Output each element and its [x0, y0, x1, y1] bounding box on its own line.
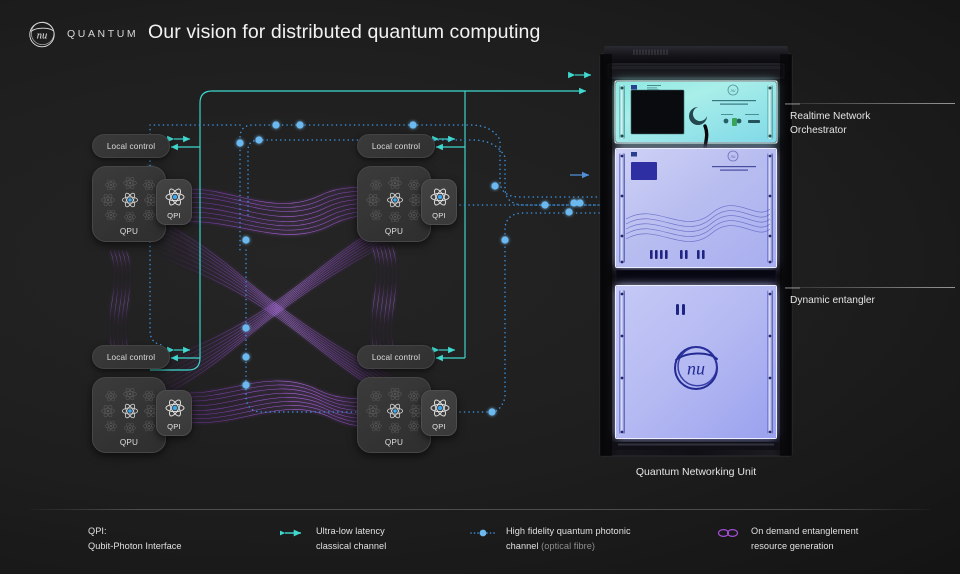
qpu-bottom-left[interactable]: QPU	[92, 377, 166, 453]
legend: QPI: Qubit-Photon Interface Ultra-low la…	[0, 522, 960, 568]
node-top-right: Local control	[357, 134, 467, 244]
local-control-label: Local control	[106, 352, 156, 362]
quantum-networking-unit-rack[interactable]: nu	[598, 46, 794, 458]
qpu-label: QPU	[119, 438, 139, 447]
qpi-label: QPI	[432, 422, 446, 431]
callout-realtime-network-orchestrator: Realtime Network Orchestrator	[785, 103, 955, 138]
callout-leader-line	[785, 287, 955, 288]
legend-line-2-muted: (optical fibre)	[541, 540, 595, 551]
local-control-bottom-right[interactable]: Local control	[357, 345, 435, 369]
legend-line-2: Qubit-Photon Interface	[88, 540, 182, 551]
dotted-node-icon	[470, 526, 496, 540]
local-control-label: Local control	[371, 352, 421, 362]
active-qubit-atom	[121, 403, 139, 419]
active-qubit-atom	[386, 192, 404, 208]
legend-line-1: High fidelity quantum photonic	[506, 526, 631, 536]
callout-line-2: Orchestrator	[790, 125, 847, 136]
legend-line-2: resource generation	[751, 540, 834, 551]
legend-line-2: channel	[506, 540, 542, 551]
page-title: Our vision for distributed quantum compu…	[148, 21, 541, 43]
node-bottom-right: Local control	[357, 345, 467, 455]
local-control-label: Local control	[371, 141, 421, 151]
rack-caption: Quantum Networking Unit	[635, 466, 757, 478]
svg-text:nu: nu	[731, 155, 737, 160]
photonic-channel-lines	[149, 124, 601, 413]
callout-leader-line	[785, 103, 955, 104]
brand-logo: nu QUANTUM	[26, 18, 138, 50]
qpi-bottom-left[interactable]: QPI	[156, 390, 192, 436]
local-control-top-left[interactable]: Local control	[92, 134, 170, 158]
qpu-atom-grid	[93, 173, 165, 225]
active-qubit-atom	[121, 192, 139, 208]
qpu-label: QPU	[384, 438, 404, 447]
local-control-top-right[interactable]: Local control	[357, 134, 435, 158]
qpi-top-left[interactable]: QPI	[156, 179, 192, 225]
qpi-label: QPI	[432, 211, 446, 220]
slide-header: nu QUANTUM Our vision for distributed qu…	[0, 0, 960, 66]
svg-text:nu: nu	[37, 30, 48, 41]
entangler-unit-lower	[616, 286, 776, 438]
qpu-top-right[interactable]: QPU	[357, 166, 431, 242]
qpu-top-left[interactable]: QPU	[92, 166, 166, 242]
legend-line-1: Ultra-low latency	[316, 526, 385, 536]
local-control-label: Local control	[106, 141, 156, 151]
callout-line-1: Realtime Network	[790, 111, 871, 122]
node-top-left: Local control	[92, 134, 202, 244]
legend-divider	[30, 509, 930, 510]
qpi-atom-icon	[429, 397, 451, 419]
qpu-label: QPU	[384, 227, 404, 236]
local-control-bottom-left[interactable]: Local control	[92, 345, 170, 369]
entanglement-loop-icon	[715, 526, 741, 540]
qpi-atom-icon	[164, 186, 186, 208]
qpu-bottom-right[interactable]: QPU	[357, 377, 431, 453]
legend-item-classical-channel: Ultra-low latency classical channel	[277, 524, 460, 553]
legend-item-entanglement: On demand entanglement resource generati…	[715, 524, 915, 553]
callout-dynamic-entangler: Dynamic entangler	[785, 287, 955, 308]
legend-item-photonic-channel: High fidelity quantum photonic channel (…	[470, 524, 690, 553]
legend-line-1: QPI:	[88, 526, 107, 536]
callout-line-1: Dynamic entangler	[790, 295, 875, 306]
qpi-label: QPI	[167, 422, 181, 431]
svg-text:nu: nu	[731, 89, 737, 94]
qpi-atom-icon	[164, 397, 186, 419]
legend-line-2: classical channel	[316, 540, 387, 551]
qpu-atom-grid	[358, 384, 430, 436]
double-arrow-icon	[277, 526, 306, 540]
qpi-atom-icon	[429, 186, 451, 208]
legend-line-1: On demand entanglement	[751, 526, 859, 536]
node-bottom-left: Local control	[92, 345, 202, 455]
active-qubit-atom	[386, 403, 404, 419]
qpu-atom-grid	[93, 384, 165, 436]
svg-text:nu: nu	[687, 359, 705, 379]
qpu-atom-grid	[358, 173, 430, 225]
brand-wordmark: QUANTUM	[67, 28, 139, 40]
qpi-top-right[interactable]: QPI	[421, 179, 457, 225]
nu-monogram-logo-icon: nu	[26, 18, 58, 50]
qpu-label: QPU	[119, 227, 139, 236]
bidirectional-arrow-icons	[167, 71, 592, 354]
classical-channel-lines	[150, 87, 587, 371]
qpi-bottom-right[interactable]: QPI	[421, 390, 457, 436]
nu-monogram-logo-icon: nu	[674, 346, 718, 390]
legend-item-qpi: QPI: Qubit-Photon Interface	[88, 524, 288, 553]
qpi-label: QPI	[167, 211, 181, 220]
